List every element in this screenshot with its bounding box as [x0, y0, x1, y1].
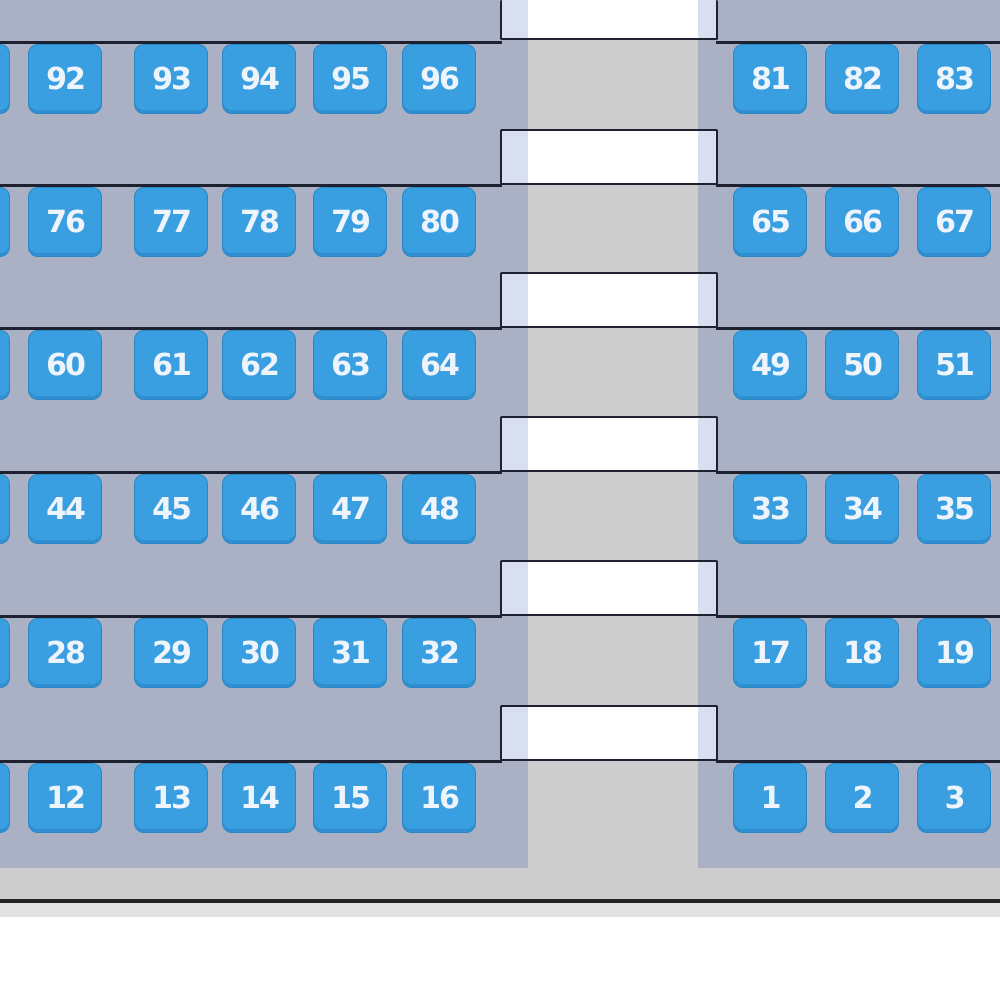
seat[interactable]: 46 [222, 474, 296, 544]
seat[interactable]: 95 [313, 44, 387, 114]
row-rail [0, 41, 502, 44]
seat[interactable]: 92 [28, 44, 102, 114]
seat[interactable]: 3 [917, 763, 991, 833]
seat[interactable]: 44 [28, 474, 102, 544]
seat[interactable]: 30 [222, 618, 296, 688]
seat[interactable]: 78 [222, 187, 296, 257]
row-rail [0, 615, 502, 618]
seat[interactable]: 19 [917, 618, 991, 688]
bottom-strip [0, 903, 1000, 917]
seat[interactable]: 67 [917, 187, 991, 257]
row-rail [716, 471, 1000, 474]
seat[interactable]: 16 [402, 763, 476, 833]
seat[interactable]: 14 [222, 763, 296, 833]
seat[interactable]: 96 [402, 44, 476, 114]
seat-partial[interactable] [0, 474, 10, 544]
seat[interactable]: 66 [825, 187, 899, 257]
seat-partial[interactable] [0, 44, 10, 114]
seat[interactable]: 79 [313, 187, 387, 257]
seat[interactable]: 51 [917, 330, 991, 400]
row-rail [716, 327, 1000, 330]
seat[interactable]: 33 [733, 474, 807, 544]
seat[interactable]: 31 [313, 618, 387, 688]
aisle-table [500, 416, 718, 472]
seat-partial[interactable] [0, 618, 10, 688]
seat[interactable]: 35 [917, 474, 991, 544]
seat[interactable]: 1 [733, 763, 807, 833]
seat[interactable]: 32 [402, 618, 476, 688]
seat[interactable]: 61 [134, 330, 208, 400]
seat[interactable]: 81 [733, 44, 807, 114]
seat[interactable]: 63 [313, 330, 387, 400]
seat[interactable]: 48 [402, 474, 476, 544]
row-rail [716, 41, 1000, 44]
aisle-table [500, 272, 718, 328]
seat[interactable]: 82 [825, 44, 899, 114]
row-rail [0, 471, 502, 474]
row-rail [0, 184, 502, 187]
seat[interactable]: 29 [134, 618, 208, 688]
seat-partial[interactable] [0, 763, 10, 833]
seat[interactable]: 12 [28, 763, 102, 833]
aisle-table [500, 560, 718, 616]
seat[interactable]: 93 [134, 44, 208, 114]
right-seating-section [698, 0, 1000, 868]
seat[interactable]: 60 [28, 330, 102, 400]
seat[interactable]: 28 [28, 618, 102, 688]
seat[interactable]: 77 [134, 187, 208, 257]
seat[interactable]: 2 [825, 763, 899, 833]
seat-partial[interactable] [0, 330, 10, 400]
row-rail [0, 760, 502, 763]
row-rail [716, 615, 1000, 618]
row-rail [716, 184, 1000, 187]
seat[interactable]: 64 [402, 330, 476, 400]
row-rail [0, 327, 502, 330]
seat[interactable]: 47 [313, 474, 387, 544]
seat[interactable]: 62 [222, 330, 296, 400]
seat[interactable]: 80 [402, 187, 476, 257]
aisle-table [500, 705, 718, 761]
seat[interactable]: 15 [313, 763, 387, 833]
seat[interactable]: 65 [733, 187, 807, 257]
seat[interactable]: 45 [134, 474, 208, 544]
seat[interactable]: 49 [733, 330, 807, 400]
seat[interactable]: 17 [733, 618, 807, 688]
aisle-table [500, 0, 718, 40]
seat[interactable]: 13 [134, 763, 208, 833]
seat[interactable]: 50 [825, 330, 899, 400]
left-seating-section [0, 0, 528, 868]
seat[interactable]: 83 [917, 44, 991, 114]
seat-partial[interactable] [0, 187, 10, 257]
row-rail [716, 760, 1000, 763]
seat[interactable]: 76 [28, 187, 102, 257]
bottom-wall [0, 899, 1000, 903]
aisle-table [500, 129, 718, 185]
seat[interactable]: 94 [222, 44, 296, 114]
seat[interactable]: 18 [825, 618, 899, 688]
seat[interactable]: 34 [825, 474, 899, 544]
